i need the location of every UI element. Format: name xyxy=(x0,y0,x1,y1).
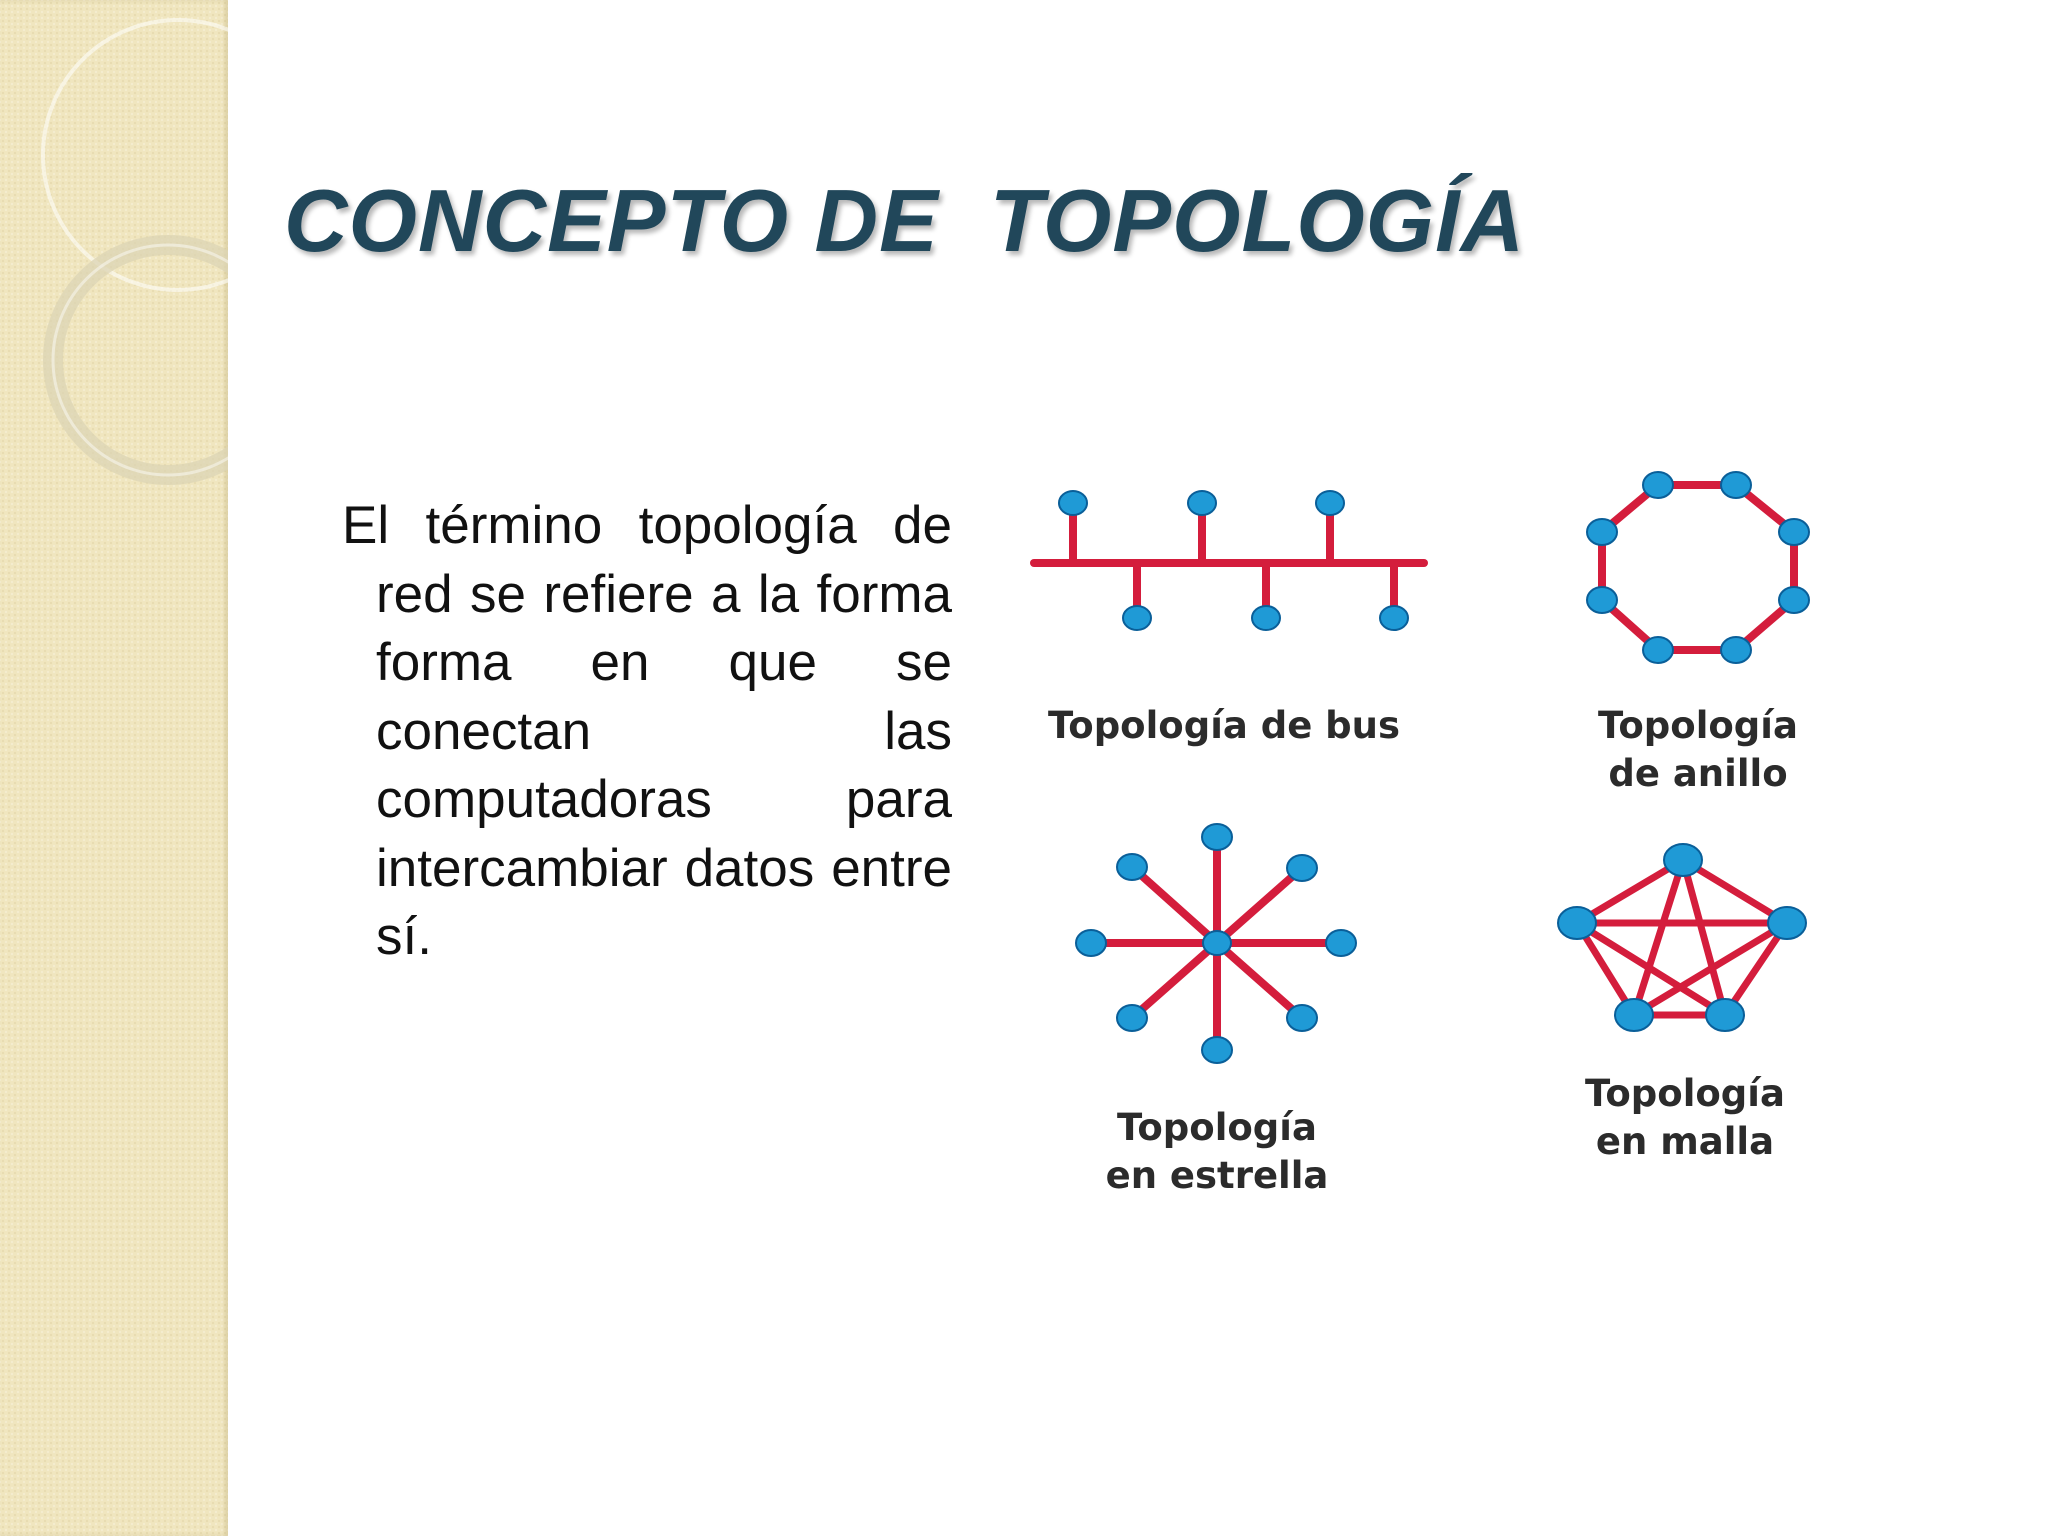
mesh-node xyxy=(1767,906,1807,940)
bus-node xyxy=(1379,605,1409,631)
ring-node xyxy=(1778,518,1810,546)
mesh-topology-label: Topología en malla xyxy=(1585,1072,1785,1163)
ring-node xyxy=(1720,636,1752,664)
ring-topology-diagram xyxy=(1586,471,1810,664)
ring-node xyxy=(1720,471,1752,499)
ring-topology-label: Topología de anillo xyxy=(1598,704,1798,795)
star-node xyxy=(1325,929,1357,957)
decorative-rings xyxy=(41,18,228,485)
topology-diagrams: Topología de bus Topología de anillo Top… xyxy=(1010,440,1870,1220)
star-topology-label: Topología en estrella xyxy=(1105,1106,1329,1197)
bus-node xyxy=(1058,490,1088,516)
decorative-sidebar xyxy=(0,0,228,1536)
star-node xyxy=(1075,929,1107,957)
mesh-node xyxy=(1614,998,1654,1032)
bus-topology-label: Topología de bus xyxy=(1047,704,1401,747)
star-node xyxy=(1286,854,1318,882)
ring-node xyxy=(1586,518,1618,546)
bus-node xyxy=(1315,490,1345,516)
star-node xyxy=(1286,1004,1318,1032)
definition-text: El término topología de red se refiere a… xyxy=(342,496,952,966)
star-node xyxy=(1201,823,1233,851)
star-node xyxy=(1116,853,1148,881)
mesh-node xyxy=(1705,998,1745,1032)
star-node xyxy=(1201,1036,1233,1064)
bus-node xyxy=(1187,490,1217,516)
mesh-node xyxy=(1557,906,1597,940)
mesh-node xyxy=(1663,843,1703,877)
ring-node xyxy=(1642,636,1674,664)
star-topology-diagram xyxy=(1075,823,1357,1064)
ring-node xyxy=(1642,471,1674,499)
bus-node xyxy=(1251,605,1281,631)
star-node xyxy=(1116,1004,1148,1032)
bus-topology-diagram xyxy=(1030,500,1428,621)
mesh-topology-diagram xyxy=(1557,843,1807,1032)
page-title: CONCEPTO DE TOPOLOGÍA xyxy=(284,171,1526,270)
ring-node xyxy=(1778,586,1810,614)
ring-node xyxy=(1586,586,1618,614)
star-hub-node xyxy=(1202,930,1232,956)
bus-node xyxy=(1122,605,1152,631)
